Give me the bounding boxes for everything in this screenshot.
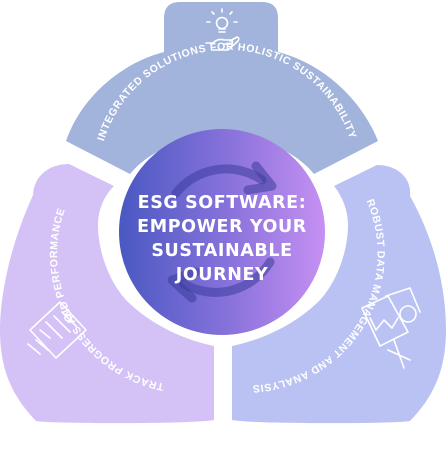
clipboard-chart-icon (27, 301, 87, 359)
center-title: ESG SOFTWARE: EMPOWER YOUR SUSTAINABLE J… (137, 193, 307, 285)
segment-right-shape (232, 165, 446, 424)
segment-left-shape (0, 164, 214, 424)
center-title-line-3: SUSTAINABLE (151, 241, 292, 261)
center-title-line-1: ESG SOFTWARE: (138, 193, 307, 213)
lightbulb-hand-icon (205, 8, 240, 51)
segment-top-shape (66, 2, 378, 174)
center-title-line-4: JOURNEY (175, 265, 269, 285)
center-hub: ESG SOFTWARE: EMPOWER YOUR SUSTAINABLE J… (119, 129, 325, 335)
cycle-arrows-icon (167, 161, 277, 303)
center-title-line-2: EMPOWER YOUR (137, 217, 307, 237)
presentation-chart-icon (361, 287, 421, 369)
